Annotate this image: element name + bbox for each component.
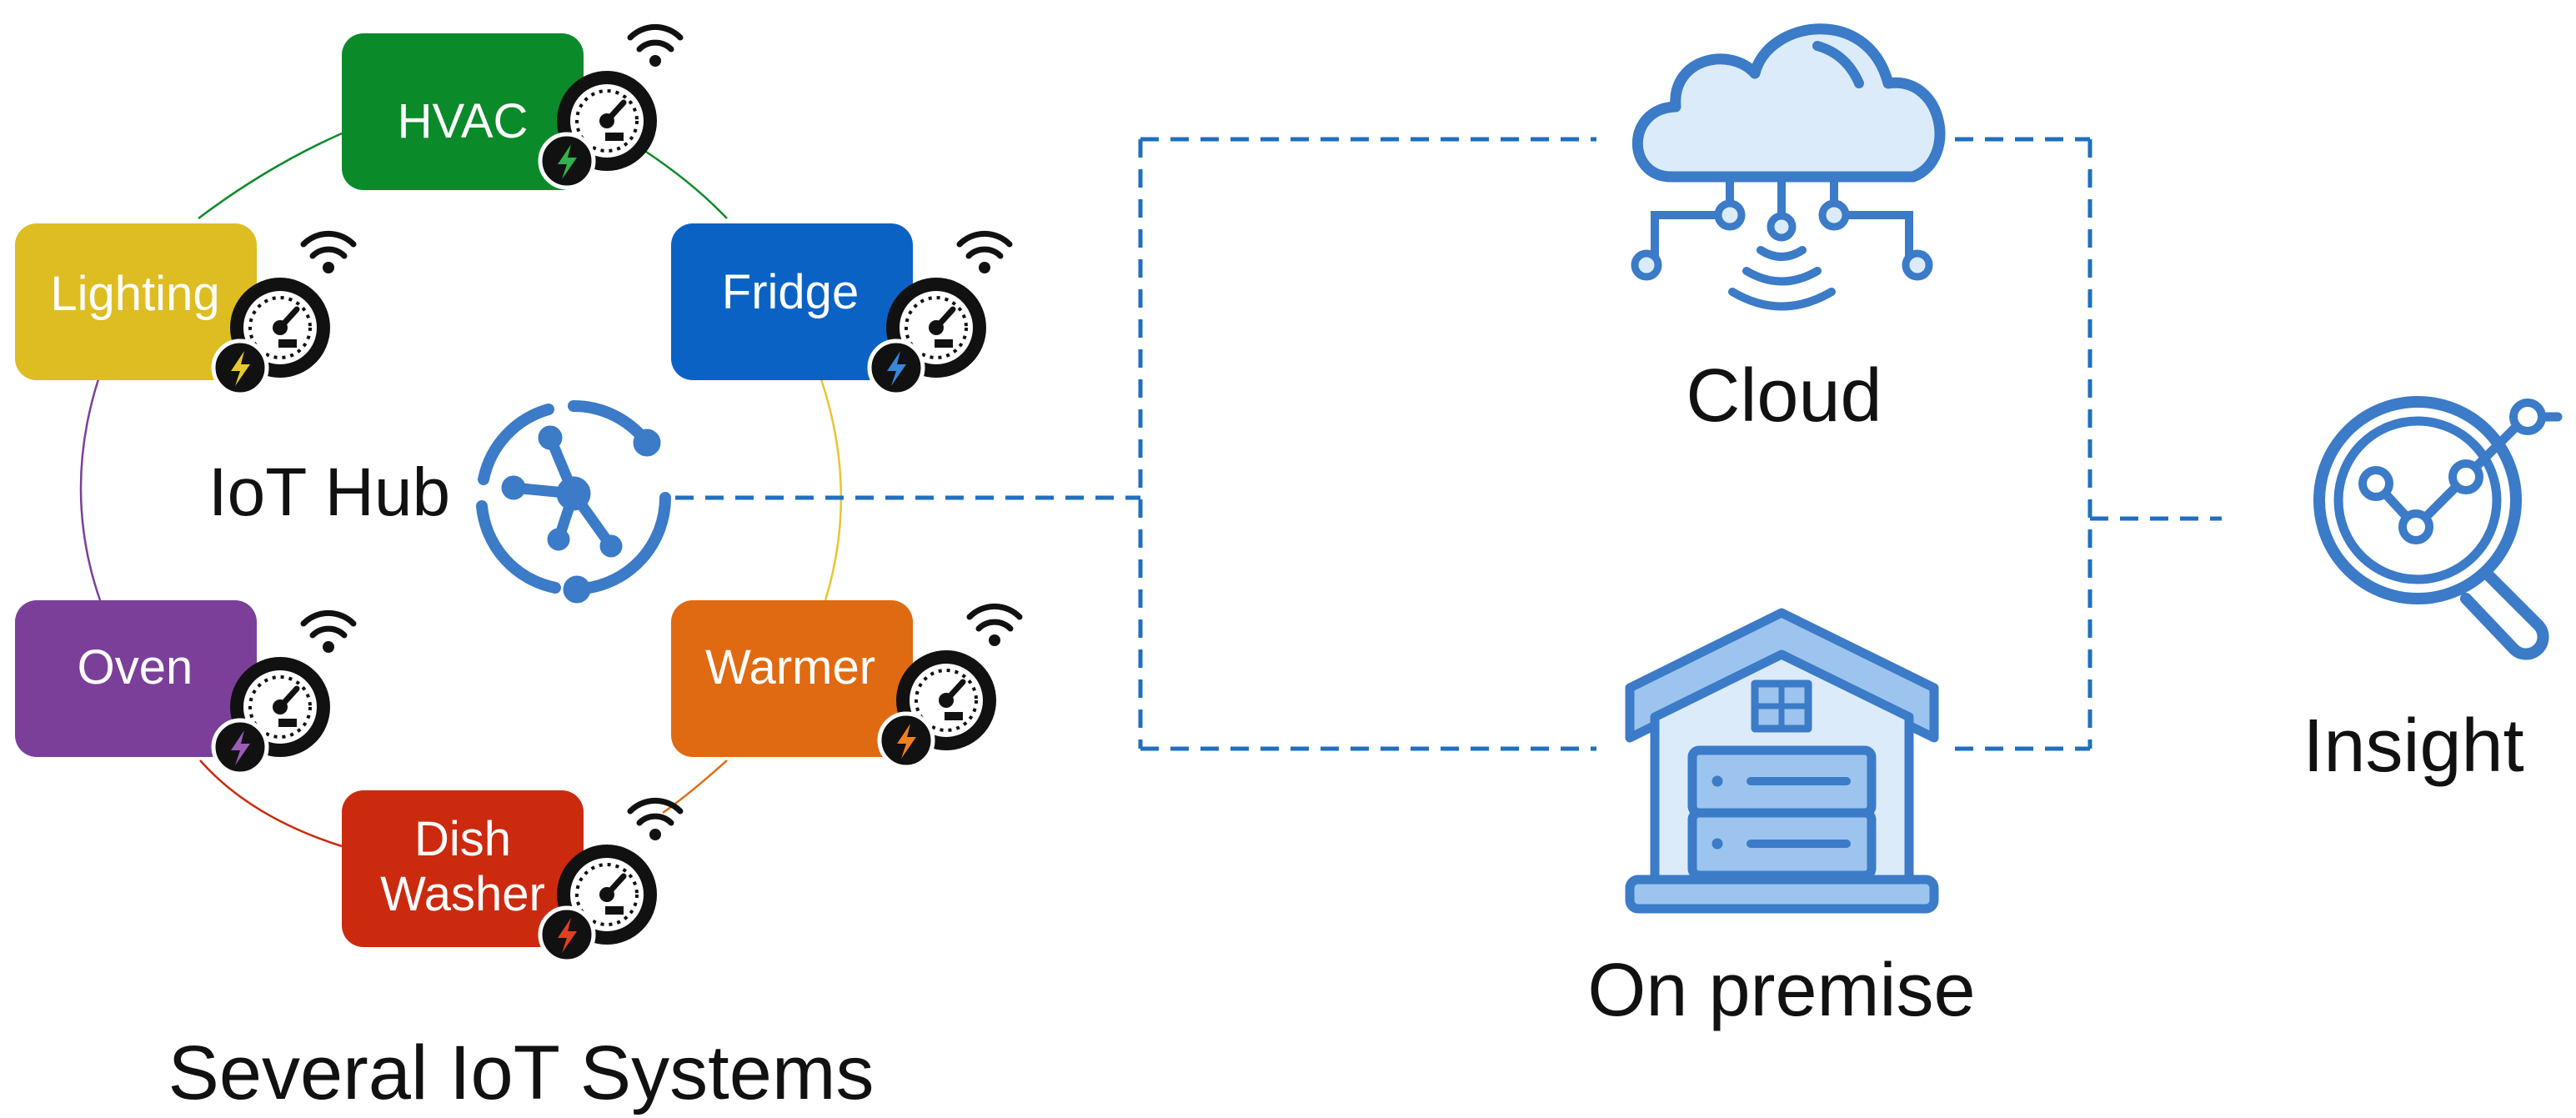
gauge-icon [867, 230, 1013, 397]
ring-arc-hvac-fridge [645, 150, 728, 219]
lightning-icon [538, 905, 596, 964]
device-card-fridge: Fridge [671, 223, 1013, 397]
device-card-bg [342, 33, 584, 190]
lightning-icon [867, 338, 925, 397]
device-label-line: Oven [78, 640, 193, 694]
device-label: Lighting [50, 267, 219, 321]
gauge-icon [538, 797, 684, 964]
insight-label: Insight [2303, 704, 2523, 788]
ring-arc-warmer-dishwasher [662, 760, 728, 815]
ring-arc-oven-lighting [79, 379, 102, 601]
device-card-bg [671, 600, 913, 757]
onprem-label: On premise [1587, 949, 1975, 1032]
wifi-icon [627, 23, 684, 67]
cloud-computing-icon [1631, 23, 1946, 311]
device-label-line: Washer [380, 867, 545, 921]
device-label-line: HVAC [398, 94, 529, 148]
device-card-warmer: Warmer [671, 600, 1023, 770]
lightning-icon [211, 338, 269, 397]
wifi-icon [956, 230, 1013, 273]
hub-network-icon [476, 400, 671, 604]
gauge-icon [877, 603, 1023, 770]
wifi-icon [300, 230, 357, 273]
gauge-icon [538, 23, 684, 190]
ring-arc-fridge-warmer [819, 379, 843, 601]
ring-arc-dishwasher-oven [199, 760, 343, 848]
device-card-bg [671, 223, 913, 380]
lightning-icon [538, 132, 596, 190]
device-label-line: Fridge [722, 265, 859, 319]
device-card-bg [15, 600, 257, 757]
magnifier-chart-icon [2313, 396, 2563, 660]
gauge-icon [211, 230, 357, 397]
device-card-bg [342, 790, 584, 947]
gauge-icon [211, 609, 357, 776]
warehouse-server-icon [1625, 608, 1939, 914]
dashed-connectors [675, 137, 2222, 751]
device-label: Oven [78, 640, 193, 694]
hub-label: IoT Hub [208, 454, 450, 530]
wifi-icon [300, 609, 357, 653]
wifi-icon [966, 603, 1023, 646]
cloud-label: Cloud [1686, 354, 1882, 438]
wifi-icon [627, 797, 684, 840]
device-label: Warmer [705, 640, 875, 694]
device-label-line: Lighting [50, 267, 219, 321]
device-card-bg [15, 223, 257, 380]
device-ring [79, 132, 843, 848]
device-card-oven: Oven [15, 600, 357, 776]
ring-arc-lighting-hvac [198, 132, 343, 219]
device-label-line: Warmer [705, 640, 875, 694]
lightning-icon [877, 711, 935, 770]
device-card-lighting: Lighting [15, 223, 357, 397]
device-card-hvac: HVAC [342, 23, 684, 190]
systems-caption: Several IoT Systems [168, 1030, 874, 1115]
device-label-line: Dish [414, 812, 511, 866]
lightning-icon [211, 718, 269, 776]
device-label: HVAC [398, 94, 529, 148]
device-label: Fridge [722, 265, 859, 319]
